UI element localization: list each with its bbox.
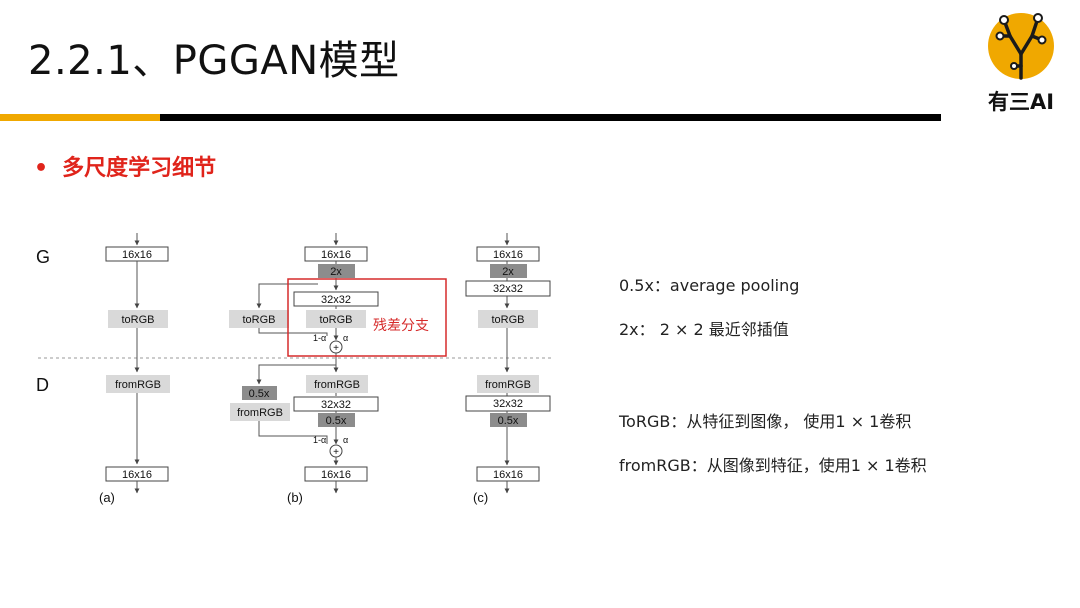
b-torgb-new: toRGB	[319, 314, 352, 326]
c-fromrgb: fromRGB	[485, 379, 531, 391]
b-d-0.5x-left: 0.5x	[249, 388, 270, 400]
b-g-32x32: 32x32	[321, 294, 351, 306]
c-g-16x16: 16x16	[493, 249, 523, 261]
title-underline-bar	[160, 114, 941, 121]
a-d-16x16: 16x16	[122, 469, 152, 481]
c-torgb: toRGB	[491, 314, 524, 326]
logo-circuit-icon	[988, 13, 1054, 80]
note-torgb: ToRGB：从特征到图像， 使用1 × 1卷积	[619, 412, 912, 431]
b-d-one-minus-alpha: 1-α	[313, 435, 326, 445]
caption-c: (c)	[473, 490, 488, 505]
caption-a: (a)	[99, 490, 115, 505]
title-underline-accent	[0, 114, 160, 121]
bullet-heading: • 多尺度学习细节	[34, 150, 216, 182]
panel-a: 16x16 toRGB fromRGB 16x16 (a)	[99, 233, 170, 505]
caption-b: (b)	[287, 490, 303, 505]
a-torgb: toRGB	[121, 314, 154, 326]
a-g-16x16: 16x16	[122, 249, 152, 261]
b-d-16x16: 16x16	[321, 469, 351, 481]
panel-b: 16x16 2x 32x32 toRGB toRGB 1-α α + 残差分支 …	[229, 233, 447, 505]
b-g-one-minus-alpha: 1-α	[313, 333, 326, 343]
logo: 有三AI	[980, 6, 1062, 114]
b-g-16x16: 16x16	[321, 249, 351, 261]
a-fromrgb: fromRGB	[115, 379, 161, 391]
b-torgb-old: toRGB	[242, 314, 275, 326]
bullet-text: 多尺度学习细节	[62, 156, 217, 181]
c-g-32x32: 32x32	[493, 283, 523, 295]
row-label-g: G	[36, 247, 50, 267]
c-g-2x: 2x	[502, 266, 514, 278]
c-d-16x16: 16x16	[493, 469, 523, 481]
b-g-plus: +	[333, 343, 339, 354]
b-d-32x32: 32x32	[321, 399, 351, 411]
bullet-dot: •	[34, 156, 49, 181]
note-avg-pooling: 0.5x：average pooling	[619, 276, 800, 295]
note-nearest-upsample: 2x： 2 × 2 最近邻插值	[619, 320, 789, 339]
b-d-alpha: α	[343, 435, 348, 445]
logo-text: 有三AI	[987, 90, 1055, 114]
residual-branch-label: 残差分支	[373, 317, 429, 333]
panel-c: 16x16 2x 32x32 toRGB fromRGB 32x32 0.5x …	[465, 233, 551, 505]
b-d-plus: +	[333, 447, 339, 458]
b-g-2x: 2x	[330, 266, 342, 278]
c-d-0.5x: 0.5x	[498, 415, 519, 427]
b-g-alpha: α	[343, 333, 348, 343]
residual-branch-box	[287, 278, 447, 357]
b-fromrgb-old: fromRGB	[237, 407, 283, 419]
b-d-0.5x: 0.5x	[326, 415, 347, 427]
note-fromrgb: fromRGB：从图像到特征，使用1 × 1卷积	[619, 456, 927, 475]
c-d-32x32: 32x32	[493, 398, 523, 410]
row-label-d: D	[36, 375, 49, 395]
slide-title: 2.2.1、PGGAN模型	[28, 38, 400, 84]
b-fromrgb-new: fromRGB	[314, 379, 360, 391]
